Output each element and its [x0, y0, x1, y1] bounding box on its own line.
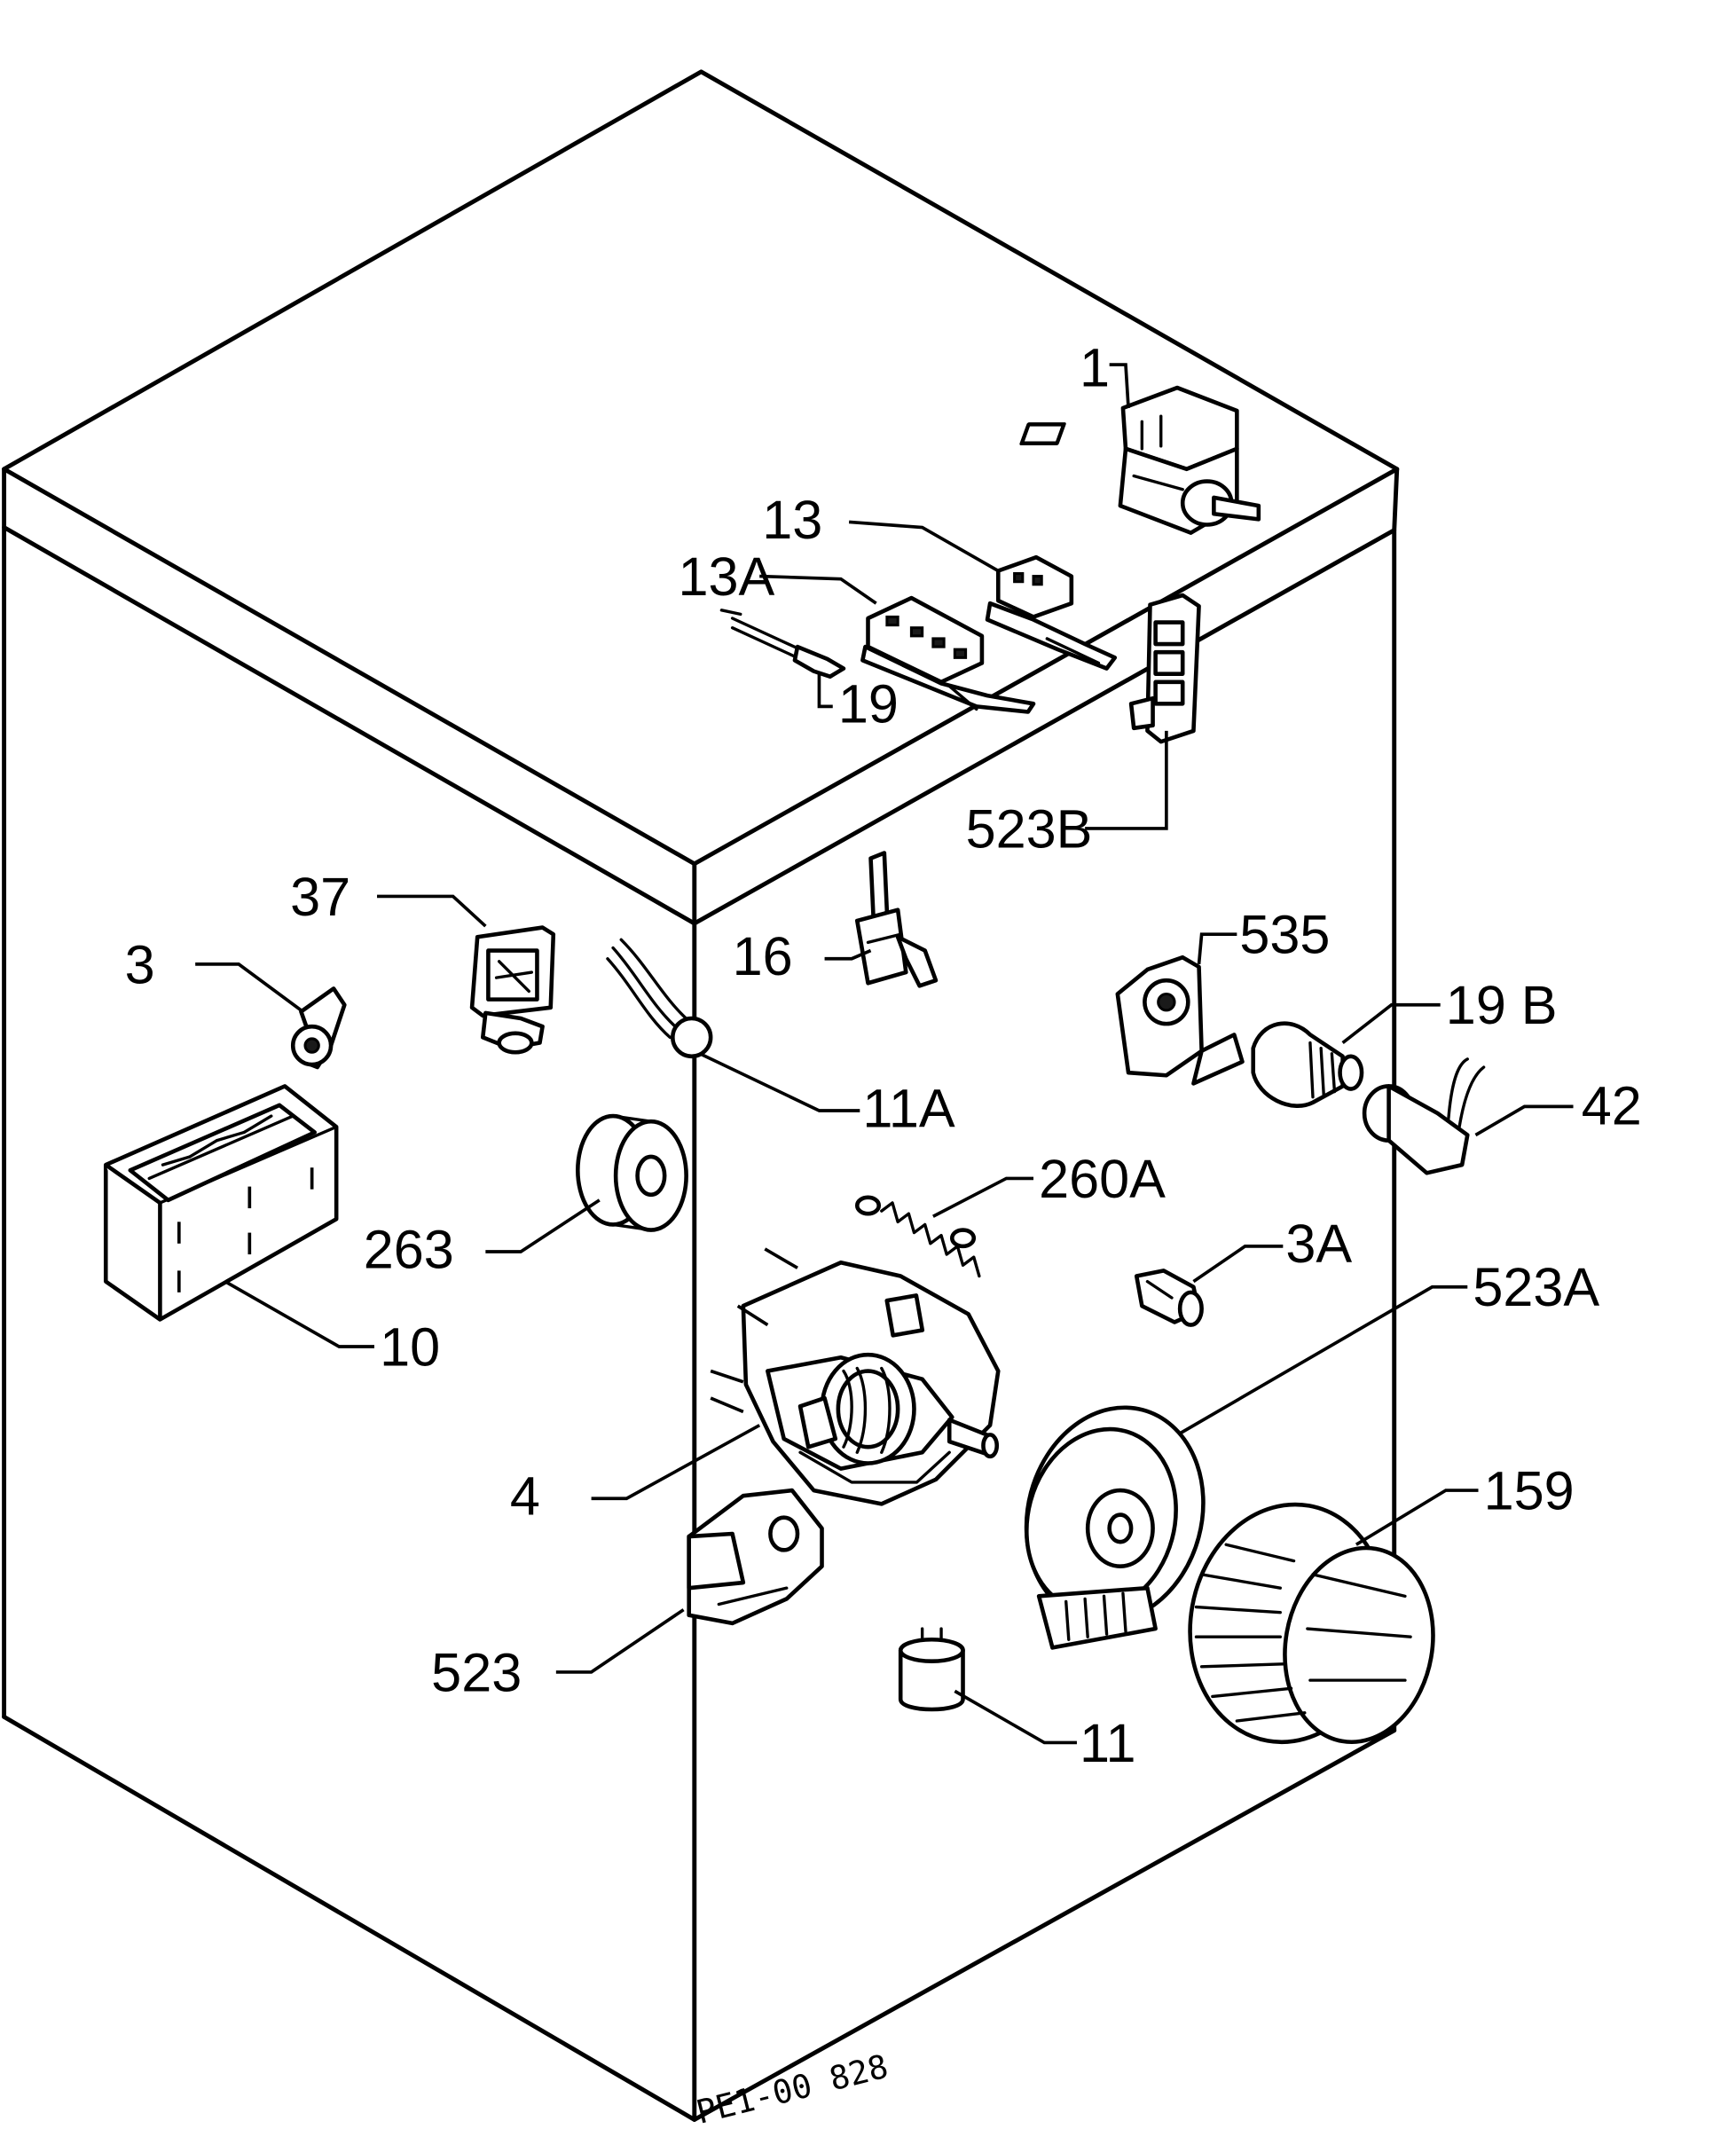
part-labels: 1 13 13A 19 523B 37 3 16 535 19 B 42 11A… — [125, 338, 1642, 2129]
part-523-motor-bracket — [687, 1488, 824, 1626]
part-535-bracket — [1115, 955, 1245, 1086]
part-1-timer-switch — [1019, 385, 1261, 535]
label-part-523: 523 — [431, 1642, 522, 1702]
label-part-159: 159 — [1484, 1460, 1575, 1520]
part-42-lamp-holder — [1362, 1057, 1486, 1175]
label-part-10: 10 — [380, 1316, 440, 1377]
leader-lines — [195, 363, 1574, 1745]
label-part-523b: 523B — [966, 798, 1093, 859]
part-37-electronic-board — [469, 925, 556, 1055]
part-4-motor — [710, 1247, 1001, 1506]
label-part-523a: 523A — [1473, 1257, 1599, 1317]
part-10-heater-box — [103, 1084, 339, 1322]
label-part-260a: 260A — [1039, 1149, 1166, 1209]
label-part-263: 263 — [364, 1219, 454, 1279]
label-part-1: 1 — [1080, 338, 1110, 398]
label-part-11a: 11A — [862, 1078, 954, 1138]
part-19b-lamp — [1251, 1021, 1364, 1108]
part-523b-bracket — [1128, 593, 1201, 744]
label-part-19: 19 — [838, 674, 899, 735]
part-3-lever — [290, 986, 347, 1070]
label-part-4: 4 — [510, 1466, 540, 1527]
label-part-13: 13 — [762, 490, 822, 550]
part-523a-fan-housing — [1024, 1405, 1206, 1650]
part-3a-sensor — [1134, 1269, 1204, 1327]
label-part-3a: 3A — [1285, 1214, 1352, 1274]
label-part-535: 535 — [1239, 905, 1330, 965]
label-part-13a: 13A — [678, 546, 774, 607]
label-part-16: 16 — [733, 926, 793, 986]
label-part-37: 37 — [290, 867, 350, 927]
part-19-probe — [719, 609, 846, 680]
part-13a-connector-block — [860, 595, 1036, 714]
part-263-pulley — [576, 1113, 688, 1232]
part-11a-cable — [606, 938, 713, 1059]
part-260a-spring — [854, 1195, 981, 1278]
drawing-code: PE1-00 828 — [693, 2047, 892, 2129]
label-part-42: 42 — [1582, 1075, 1642, 1135]
label-part-19b: 19 B — [1446, 975, 1558, 1035]
part-13-connector — [985, 554, 1118, 671]
label-part-11: 11 — [1080, 1713, 1135, 1773]
label-part-3: 3 — [125, 934, 155, 994]
part-16-micro-switch — [854, 851, 939, 988]
part-159-blower-wheel — [1188, 1502, 1435, 1745]
part-11-capacitor — [898, 1627, 965, 1712]
cabinet-outline — [2, 69, 1400, 2122]
